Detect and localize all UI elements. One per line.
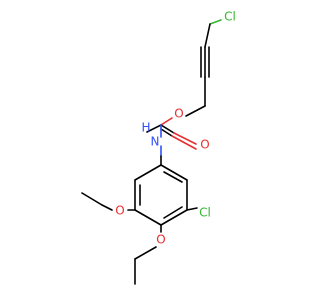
molecule-diagram: Cl O O N H Cl O O [81,10,236,285]
atom-h-amide: H [141,121,150,135]
structure-canvas: Cl O O N H Cl O O [81,10,236,285]
atom-o-ester: O [174,107,183,121]
atom-o-carbonyl: O [200,138,209,152]
ring-bond-4 [134,209,162,226]
bond-co-double-a2 [173,132,197,145]
ring-double-2 [163,206,183,219]
bond-ethyl-left [81,192,103,206]
bond-obottom-ch2 [134,246,157,260]
bond-ring-cl [186,207,198,211]
bond-cl-ch2 [209,19,222,25]
bond-co-double-a [160,124,175,134]
bond-o-c [160,117,173,126]
ring-bond-1 [160,164,188,181]
atom-o-ether-left: O [115,204,124,218]
ring-double-1 [163,171,183,183]
bond-ch2-o [185,105,206,117]
bond-co-double-b2 [171,135,197,150]
bond-ch2-c [204,23,211,48]
ring-bond-6 [134,164,162,181]
ring-bond-3 [160,209,188,226]
atom-cl-top: Cl [224,10,236,24]
atom-o-ether-bottom: O [156,233,165,247]
atom-n-amide: N [151,135,160,149]
bond-c-carbonyl [146,124,162,133]
bond-oleft-ch2 [101,204,113,211]
bond-co-double-b [160,128,173,137]
atom-cl-ring: Cl [199,206,211,220]
